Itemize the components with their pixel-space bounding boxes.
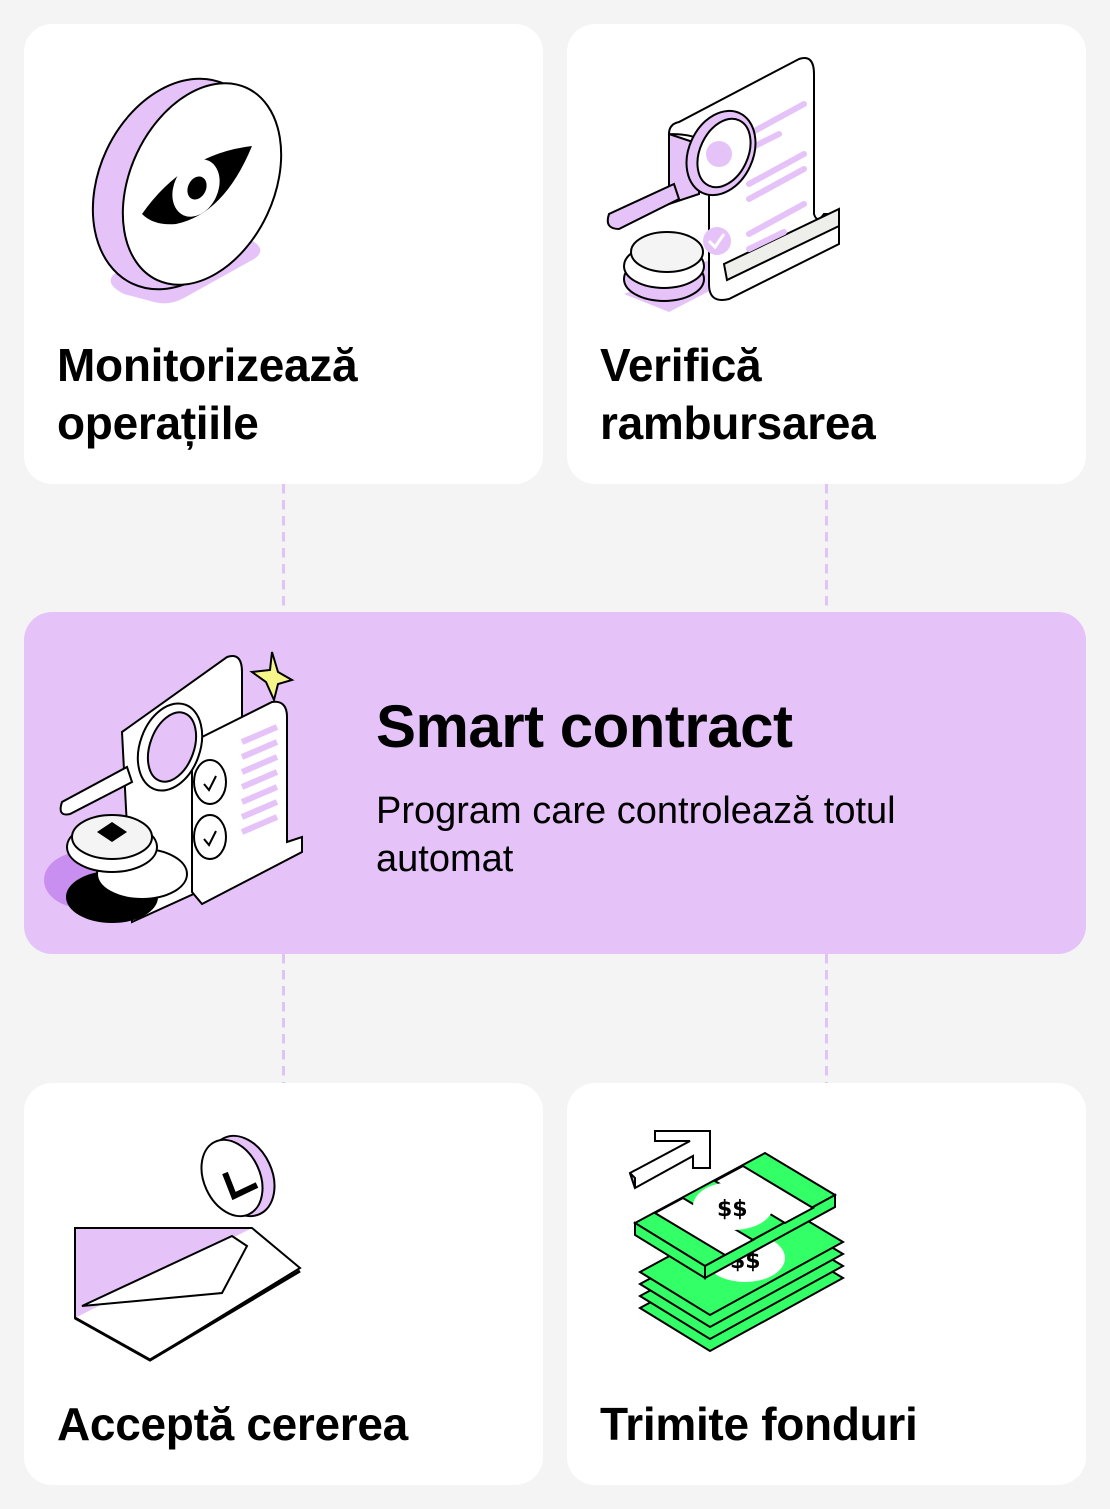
contract-magnifier-crypto-coins-icon (44, 651, 303, 924)
step-title-send: Trimite fonduri (600, 1398, 918, 1450)
step-card-send: $$ $$ Trimite fonduri (567, 1083, 1086, 1485)
step-title-accept: Acceptă cererea (57, 1398, 408, 1450)
step-card-verify: Verifică rambursarea (567, 24, 1086, 484)
connector-top-right (825, 484, 828, 612)
eye-coin-icon (91, 77, 283, 304)
connector-top-left (282, 484, 285, 612)
smart-contract-title: Smart contract (376, 693, 793, 760)
magnifier-document-coins-icon (606, 57, 840, 312)
smart-contract-card: Smart contract Program care controlează … (24, 612, 1086, 954)
svg-text:$$: $$ (717, 1197, 748, 1222)
connector-bottom-left (282, 954, 285, 1083)
step-card-monitor: Monitorizează operațiile (24, 24, 543, 484)
smart-contract-description: Program care controlează totul automat (376, 790, 896, 880)
connector-bottom-right (825, 954, 828, 1083)
money-stack-arrow-icon: $$ $$ (628, 1130, 846, 1353)
step-card-accept: Acceptă cererea (24, 1083, 543, 1485)
step-title-verify: Verifică rambursarea (600, 339, 876, 449)
step-title-monitor: Monitorizează operațiile (57, 339, 358, 449)
envelope-check-icon (74, 1134, 302, 1362)
